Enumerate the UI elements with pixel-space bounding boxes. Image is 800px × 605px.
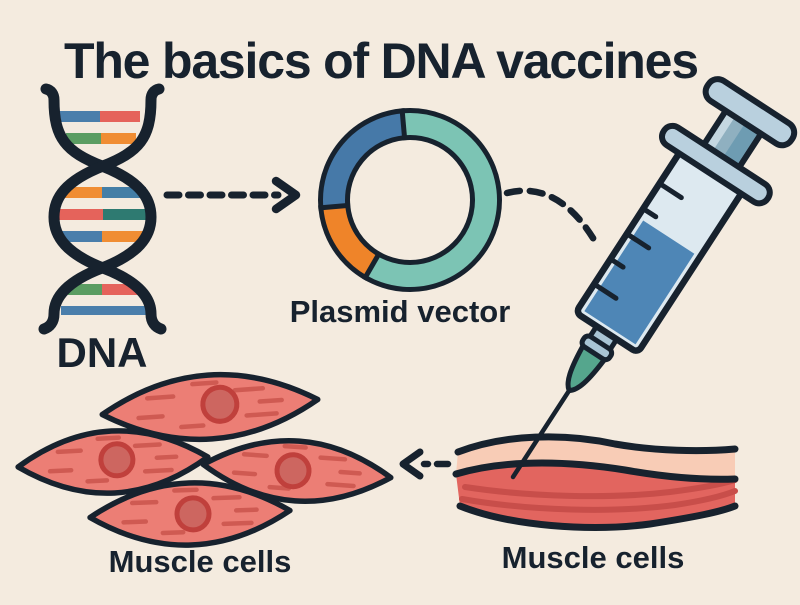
dna-rung-left [62,231,102,242]
dna-rung-left [62,187,102,198]
barrel-graduation-ticks [591,180,684,301]
graduation-tick [657,180,684,201]
page-title: The basics of DNA vaccines [64,33,698,89]
plasmid-segments [323,113,497,287]
dna-strand-right [48,83,167,335]
cell-striation [241,452,269,459]
cell-striation [232,386,266,393]
plasmid-separators [318,108,408,281]
muscle-fiber-line [462,477,738,500]
arrow-head-left-icon [399,448,424,480]
cell-striation [282,443,308,450]
plasmid-segment-divider [361,250,383,281]
arrow-plasmid-to-syringe [503,187,600,247]
plasmid-segment [323,113,405,208]
graduation-tick [608,256,626,270]
cell-striation [172,487,199,493]
graduation-tick [624,231,652,251]
plasmid-segment [323,205,378,276]
plasmid-segment [366,113,497,287]
plasmid-segment-divider [318,202,351,211]
cell-striation [211,495,242,501]
cell-striation [338,469,362,476]
dna-rung-left [61,306,104,315]
arrow-dna-to-plasmid [163,176,301,214]
muscle-cell [200,437,394,505]
muscle-cell [99,371,321,443]
dna-rung-right [102,284,139,295]
cell-striation [244,411,279,418]
vaccine-liquid [584,220,695,345]
dna-label: DNA [57,329,148,376]
cell-striation [95,435,122,442]
dna-rung-right [102,187,146,198]
dna-rung-left [68,284,102,295]
plasmid-segment-divider [399,108,408,141]
tissue-mid-outline [452,459,739,483]
muscle-tissue-label: Muscle cells [502,540,685,575]
graduation-tick [591,281,619,301]
muscle-cells [15,371,394,548]
cell-striation [142,467,174,474]
dna-rung-left [59,209,103,220]
cell-striation [121,519,149,525]
dna-rung-left [66,133,101,144]
cell-striation [267,484,292,491]
cell-nucleus [174,495,212,533]
dna-rungs [58,111,149,315]
muscle-cells-illustration: Muscle cells [15,371,394,579]
cell-striation [85,478,110,484]
arrow-tissue-to-cells [399,448,452,480]
cell-striation [231,470,258,477]
arrow-head-right-icon [271,176,301,214]
graduation-tick [640,206,659,220]
dna-rung-right [103,209,149,220]
cell-nucleus [274,452,312,490]
dna-rung-right [101,133,136,144]
cell-nucleus [200,384,240,424]
syringe-illustration [510,76,798,480]
dna-helix-illustration: DNA [38,83,167,376]
dna-rung-right [104,306,147,315]
syringe-collar [579,333,615,363]
cell-striation [257,397,284,404]
cell-striation [55,448,83,455]
tissue-bottom-outline [456,502,739,531]
cell-nucleus [98,441,136,479]
cell-striation [132,442,162,449]
cell-striation [154,454,179,460]
needle [510,382,576,480]
muscle-cells-label: Muscle cells [109,544,292,579]
plasmid-label: Plasmid vector [290,294,511,329]
dna-rung-right [102,231,146,242]
tissue-top-outline [454,433,739,456]
muscle-cell [87,480,293,548]
cell-striation [233,507,259,513]
skin-layer [456,436,735,480]
cell-striation [160,529,186,536]
cell-striation [190,380,219,387]
cell-striation [318,455,348,462]
cell-striation [221,520,254,527]
cell-striation [136,414,165,421]
muscle-cell [15,428,211,496]
plunger-cap [702,76,798,149]
cell-striation [144,394,176,401]
dna-rung-right [100,111,140,122]
cell-striation [129,499,159,506]
dna-rung-left [58,111,100,122]
plasmid-vector-illustration: Plasmid vector [290,108,511,329]
cell-striation [179,423,206,430]
muscle-fiber-line [459,488,738,513]
muscle-tissue-illustration: Muscle cells [452,433,739,575]
syringe-flange [658,122,773,207]
cell-striation [47,467,74,474]
dna-strand-left [38,83,157,335]
cell-striation [325,481,356,489]
